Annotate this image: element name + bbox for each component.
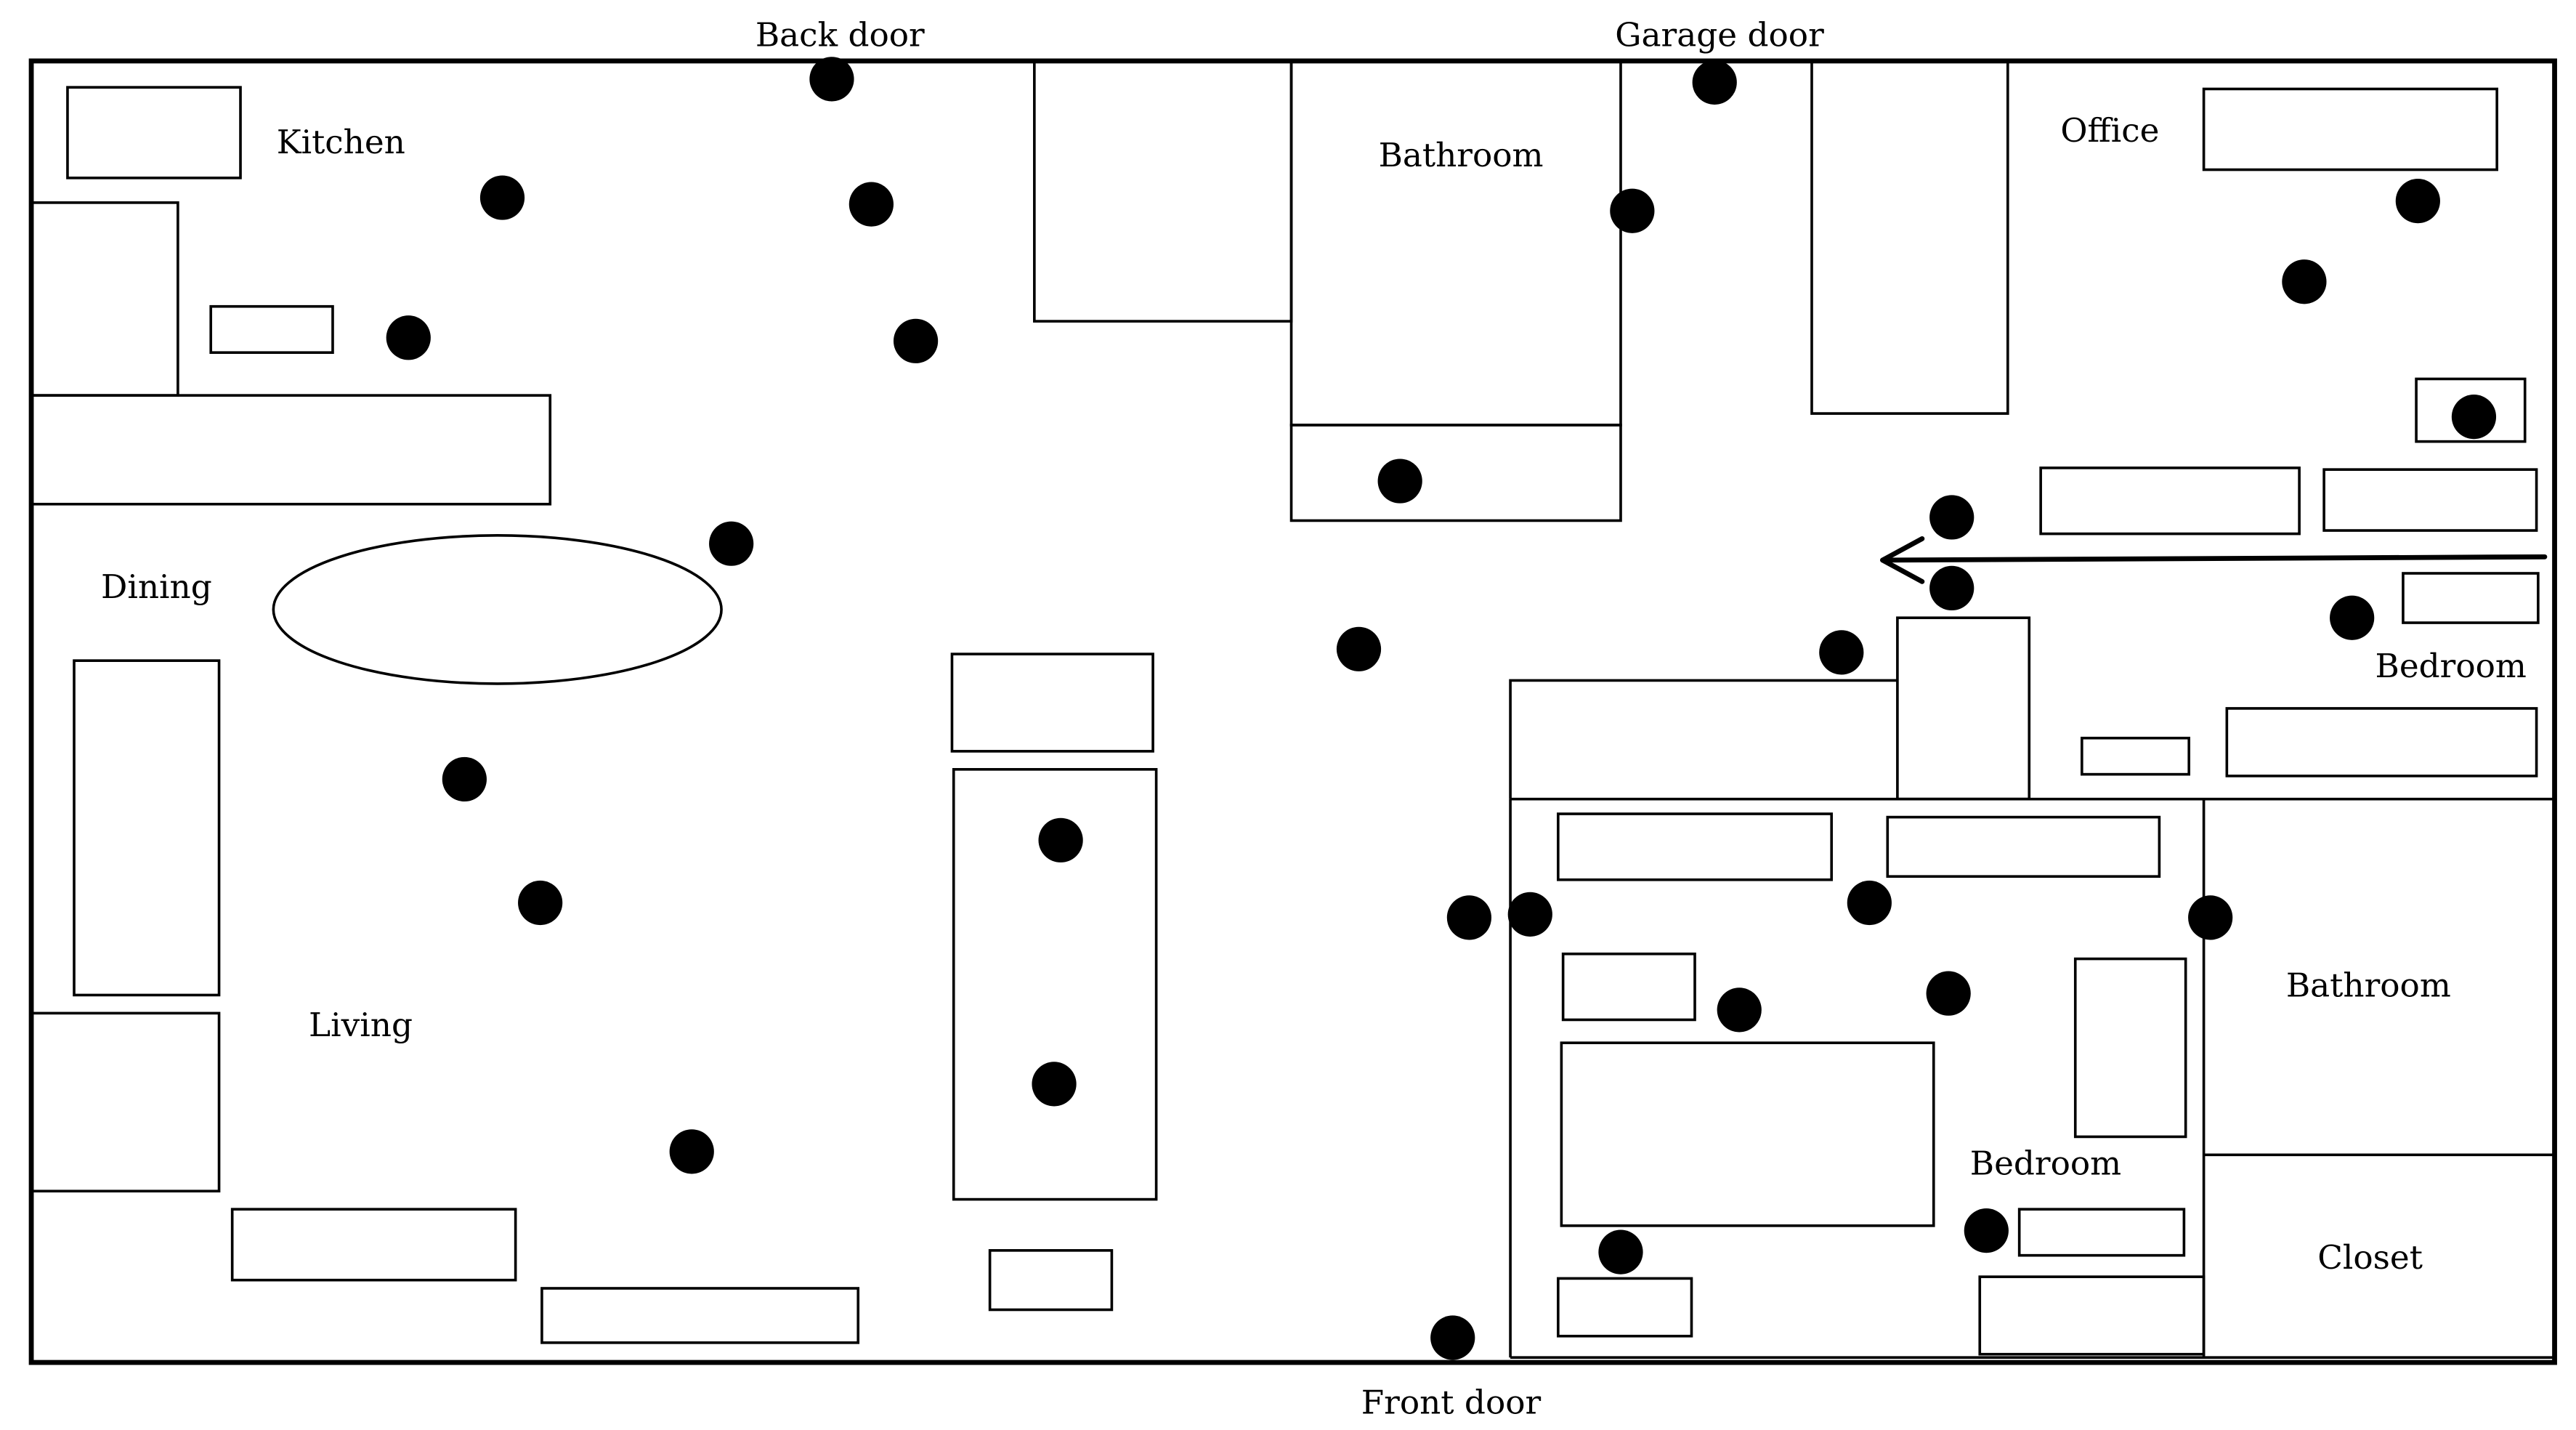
garage-door-label: Garage door — [1615, 15, 1824, 54]
house-outline — [28, 58, 2557, 1365]
bedroom-dresser-2 — [1886, 815, 2161, 878]
sensor-icon — [669, 1129, 714, 1174]
bedroom-right-label: Bedroom — [2375, 647, 2527, 685]
dining-table — [272, 534, 723, 685]
closet-label: Closet — [2317, 1238, 2423, 1277]
front-door-label: Front door — [1361, 1383, 1542, 1421]
bedroom-dresser-1 — [1557, 812, 1834, 881]
sensor-icon — [1032, 1062, 1077, 1107]
back-door-label: Back door — [756, 15, 925, 54]
sensor-icon — [2330, 595, 2375, 640]
kitchen-counter-top — [66, 86, 242, 179]
sensor-icon — [1430, 1315, 1475, 1360]
living-shelf-1 — [230, 1208, 517, 1282]
kitchen-counter-left — [30, 201, 179, 397]
living-chair — [30, 1011, 221, 1193]
hall-column — [1896, 616, 2031, 801]
bedroom-box-right — [1978, 1275, 2206, 1356]
sensor-icon — [1507, 892, 1552, 937]
sensor-icon — [1819, 630, 1864, 675]
sensor-icon — [1929, 565, 1974, 611]
coffee-table — [950, 653, 1154, 753]
sensor-icon — [848, 182, 894, 227]
storage-closet-top — [1033, 60, 1293, 323]
sensor-icon — [2188, 895, 2233, 940]
dresser-2 — [2322, 468, 2538, 532]
sensor-icon — [2451, 395, 2497, 440]
kitchen-label: Kitchen — [277, 123, 405, 161]
dining-label: Dining — [101, 567, 212, 606]
side-table — [988, 1249, 1114, 1312]
hall-wall — [1509, 679, 1897, 799]
bedroom-lower-label: Bedroom — [1970, 1144, 2121, 1183]
sensor-icon — [1717, 987, 1762, 1033]
bedroom-box-left — [1557, 1277, 1693, 1338]
sensor-icon — [479, 175, 525, 220]
office-box — [2415, 377, 2527, 443]
sensor-icon — [1692, 60, 1737, 105]
bathroom-top-vanity — [1289, 424, 1622, 522]
dresser-1 — [2039, 466, 2301, 536]
bathroom-top-room — [1289, 60, 1622, 427]
sensor-icon — [709, 521, 754, 566]
sensor-icon — [2395, 179, 2440, 224]
sensor-icon — [809, 57, 854, 102]
sensor-icon — [2282, 259, 2327, 304]
sensor-icon — [1926, 971, 1971, 1016]
bathroom-right-label: Bathroom — [2286, 966, 2451, 1005]
small-table — [2081, 736, 2191, 776]
kitchen-sink — [209, 304, 334, 355]
bedroom-nightstand — [1561, 952, 1696, 1022]
sensor-icon — [1598, 1229, 1643, 1275]
office-desk — [2202, 87, 2498, 171]
walls-and-furniture — [30, 60, 2555, 1360]
sensor-icon — [1446, 895, 1492, 940]
living-shelf-2 — [540, 1287, 860, 1344]
sensor-icon — [518, 880, 563, 926]
bedroom-wardrobe — [2073, 957, 2187, 1139]
sensor-icon — [1038, 817, 1083, 863]
room-labels: Back door Garage door Front door Kitchen… — [101, 15, 2527, 1421]
sensor-icon — [442, 756, 487, 802]
dining-cabinet — [73, 659, 221, 997]
sensor-icon — [1929, 495, 1974, 540]
sensor-icon — [1377, 459, 1422, 504]
direction-arrow-icon — [1880, 536, 2548, 584]
sensor-icon — [1610, 188, 1655, 233]
bed-right — [2225, 707, 2538, 777]
sensor-icon — [1964, 1208, 2009, 1253]
bathroom-top-label: Bathroom — [1379, 136, 1544, 174]
nightstand — [2402, 572, 2540, 624]
sensor-icon — [386, 315, 431, 360]
sensor-layer — [386, 57, 2497, 1360]
sensor-icon — [1336, 626, 1382, 671]
sensor-icon — [893, 318, 939, 363]
kitchen-island — [30, 394, 552, 506]
office-label: Office — [2060, 111, 2159, 150]
living-label: Living — [309, 1006, 413, 1044]
sensor-icon — [1847, 880, 1892, 926]
bedroom-bed — [1560, 1041, 1935, 1227]
garage-passage — [1810, 60, 2009, 415]
sofa — [952, 768, 1158, 1201]
bedroom-shelf — [2017, 1208, 2186, 1257]
